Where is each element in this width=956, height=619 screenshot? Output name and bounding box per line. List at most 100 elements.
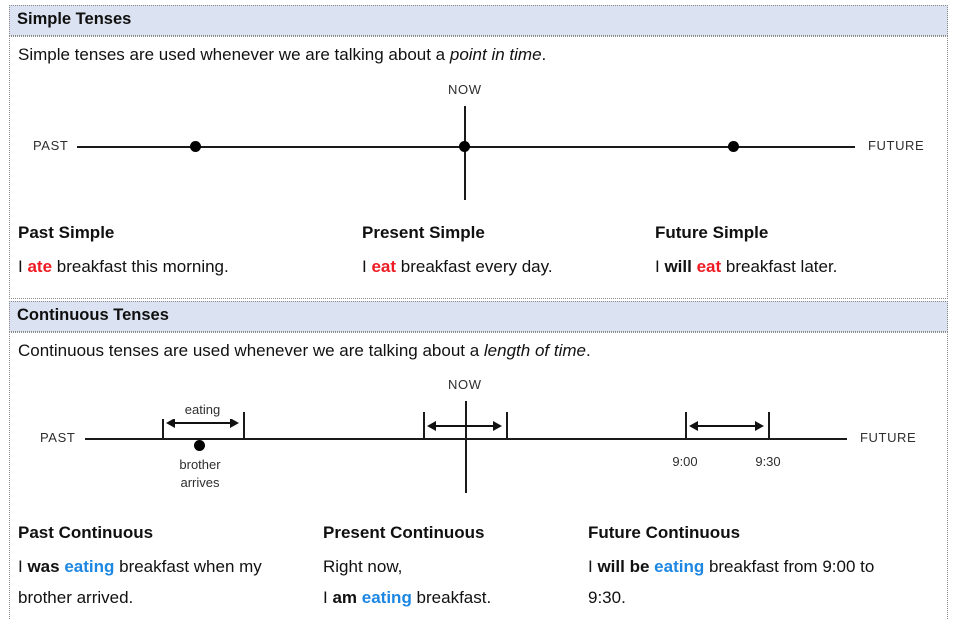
arrow-shaft	[697, 425, 756, 427]
example-sentence: Right now, I am eating breakfast.	[323, 551, 491, 613]
future-label: FUTURE	[868, 138, 925, 153]
text-segment: Continuous tenses are used whenever we a…	[18, 341, 484, 360]
example-heading: Future Simple	[655, 223, 769, 242]
sentence-line: I eat breakfast every day.	[362, 251, 553, 282]
section-header-continuous: Continuous Tenses	[9, 301, 948, 332]
now-marker-line	[464, 106, 466, 200]
text-segment: .	[585, 341, 591, 360]
text-segment: 9:30.	[588, 588, 626, 607]
section-body-continuous: Continuous tenses are used whenever we a…	[9, 332, 948, 619]
interval-arrow-past	[166, 418, 239, 428]
section-title-continuous: Continuous Tenses	[17, 306, 169, 324]
text-segment: I	[323, 588, 333, 607]
text-segment: .	[541, 45, 547, 64]
arrow-left-icon	[689, 421, 698, 431]
event-label-line2: arrives	[180, 475, 220, 490]
event-label: brother arrives	[160, 456, 240, 492]
timeline-dot-future	[728, 141, 739, 152]
event-dot	[194, 440, 205, 451]
sentence-line: I was eating breakfast when my	[18, 551, 262, 582]
text-segment: breakfast every day.	[396, 257, 553, 276]
end-time-label: 9:30	[755, 454, 781, 469]
interval-tick	[685, 412, 687, 439]
text-segment: eat	[696, 257, 722, 276]
text-segment: I	[588, 557, 598, 576]
example-sentence: I will eat breakfast later.	[655, 251, 837, 282]
now-label: NOW	[448, 377, 482, 392]
past-label: PAST	[33, 138, 69, 153]
example-heading: Present Continuous	[323, 523, 485, 542]
text-segment: am	[332, 588, 358, 607]
future-label: FUTURE	[860, 430, 917, 445]
text-segment: I	[18, 557, 28, 576]
text-segment: Right now,	[323, 557, 403, 576]
sentence-line: I will be eating breakfast from 9:00 to	[588, 551, 874, 582]
example-future-continuous: Future Continuous I will be eating break…	[588, 523, 874, 613]
text-segment: point in time	[449, 45, 542, 64]
continuous-tenses-section: Continuous Tenses Continuous tenses are …	[9, 301, 948, 619]
text-segment: breakfast when my	[114, 557, 262, 576]
text-segment: Simple tenses are used whenever we are t…	[18, 45, 450, 64]
examples-continuous: Past Continuous I was eating breakfast w…	[10, 523, 947, 619]
timeline-diagram-simple: NOW PAST FUTURE	[10, 79, 947, 211]
example-present-continuous: Present Continuous Right now, I am eating…	[323, 523, 491, 613]
now-label: NOW	[448, 82, 482, 97]
example-past-continuous: Past Continuous I was eating breakfast w…	[18, 523, 262, 613]
example-heading: Past Simple	[18, 223, 115, 242]
arrow-right-icon	[230, 418, 239, 428]
text-segment: eat	[371, 257, 397, 276]
text-segment: ate	[27, 257, 53, 276]
arrow-shaft	[435, 425, 494, 427]
interval-arrow-future	[689, 421, 764, 431]
timeline-dot-past	[190, 141, 201, 152]
example-sentence: I eat breakfast every day.	[362, 251, 553, 282]
start-time-label: 9:00	[672, 454, 698, 469]
text-segment: was	[27, 557, 60, 576]
example-heading: Future Continuous	[588, 523, 741, 542]
intro-text-continuous: Continuous tenses are used whenever we a…	[18, 340, 947, 362]
interval-tick	[768, 412, 770, 439]
timeline-dot-present	[459, 141, 470, 152]
example-heading: Past Continuous	[18, 523, 154, 542]
interval-tick	[506, 412, 508, 439]
text-segment: breakfast from 9:00 to	[704, 557, 875, 576]
sentence-line: I will eat breakfast later.	[655, 251, 837, 282]
text-segment: I	[362, 257, 372, 276]
arrow-right-icon	[755, 421, 764, 431]
section-header-simple: Simple Tenses	[9, 5, 948, 36]
sentence-line: I am eating breakfast.	[323, 582, 491, 613]
arrow-left-icon	[166, 418, 175, 428]
section-title-simple: Simple Tenses	[17, 10, 132, 28]
interval-tick	[243, 412, 245, 439]
arrow-shaft	[174, 422, 231, 424]
arrow-left-icon	[427, 421, 436, 431]
text-segment: eating	[361, 588, 412, 607]
examples-simple: Past Simple I ate breakfast this morning…	[10, 223, 947, 299]
example-sentence: I will be eating breakfast from 9:00 to 9…	[588, 551, 874, 613]
text-segment: will be	[597, 557, 650, 576]
now-marker-line	[465, 401, 467, 493]
text-segment: breakfast.	[411, 588, 492, 607]
text-segment: I	[18, 257, 28, 276]
text-segment: length of time	[483, 341, 586, 360]
example-sentence: I ate breakfast this morning.	[18, 251, 229, 282]
worksheet: Simple Tenses Simple tenses are used whe…	[9, 5, 948, 619]
interval-tick	[162, 412, 164, 439]
sentence-line: Right now,	[323, 551, 491, 582]
text-segment: I	[655, 257, 665, 276]
past-label: PAST	[40, 430, 76, 445]
example-future-simple: Future Simple I will eat breakfast later…	[655, 223, 837, 282]
text-segment: eating	[654, 557, 705, 576]
text-segment: eating	[64, 557, 115, 576]
sentence-line: brother arrived.	[18, 582, 262, 613]
interval-tick	[423, 412, 425, 439]
timeline-line	[85, 438, 847, 440]
example-heading: Present Simple	[362, 223, 485, 242]
intro-text-simple: Simple tenses are used whenever we are t…	[18, 44, 947, 66]
text-segment: breakfast later.	[721, 257, 838, 276]
interval-arrow-present	[427, 421, 502, 431]
timeline-diagram-continuous: NOW PAST FUTURE eating brother arrives	[10, 376, 947, 503]
interval-label-eating: eating	[162, 401, 243, 419]
sentence-line: 9:30.	[588, 582, 874, 613]
